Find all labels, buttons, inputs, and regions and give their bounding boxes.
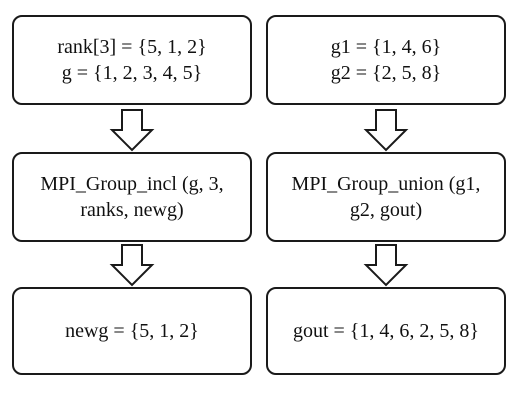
input-box-groups: g1 = {1, 4, 6} g2 = {2, 5, 8}	[266, 15, 506, 105]
hollow-down-arrow-icon	[109, 108, 155, 152]
newg-result-text: newg = {5, 1, 2}	[65, 320, 199, 342]
hollow-down-arrow-icon	[109, 243, 155, 287]
group-incl-call-text: MPI_Group_incl (g, 3, ranks, newg)	[40, 173, 224, 221]
group-union-call-box: MPI_Group_union (g1, g2, gout)	[266, 152, 506, 242]
group-union-call-text: MPI_Group_union (g1, g2, gout)	[291, 173, 481, 221]
input-box-ranks-and-group: rank[3] = {5, 1, 2} g = {1, 2, 3, 4, 5}	[12, 15, 252, 105]
ranks-array-text: rank[3] = {5, 1, 2}	[57, 36, 207, 58]
group-g1-text: g1 = {1, 4, 6}	[330, 36, 442, 58]
result-box-newg: newg = {5, 1, 2}	[12, 287, 252, 375]
group-g2-text: g2 = {2, 5, 8}	[330, 62, 442, 84]
group-g-text: g = {1, 2, 3, 4, 5}	[61, 62, 203, 84]
hollow-down-arrow-icon	[363, 108, 409, 152]
group-incl-call-box: MPI_Group_incl (g, 3, ranks, newg)	[12, 152, 252, 242]
result-box-gout: gout = {1, 4, 6, 2, 5, 8}	[266, 287, 506, 375]
gout-result-text: gout = {1, 4, 6, 2, 5, 8}	[292, 320, 480, 342]
hollow-down-arrow-icon	[363, 243, 409, 287]
